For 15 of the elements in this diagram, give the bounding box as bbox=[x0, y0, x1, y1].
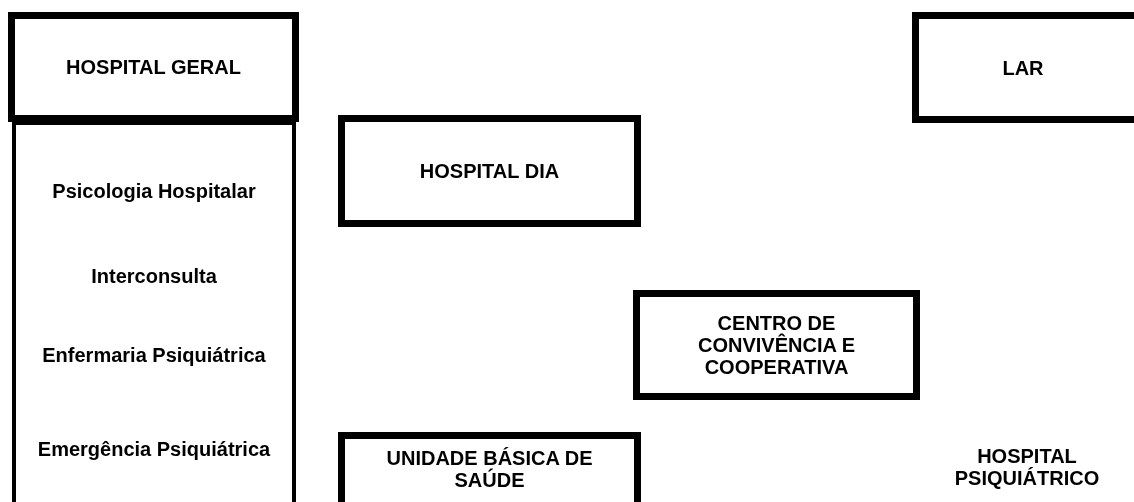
box-title: LAR bbox=[1002, 56, 1044, 79]
service-item: Psicologia Hospitalar bbox=[51, 180, 257, 202]
service-box bbox=[8, 12, 299, 122]
service-item: Emergência Psiquiátrica bbox=[36, 438, 272, 460]
box-title: UNIDADE BÁSICA DE SAÚDE bbox=[385, 447, 594, 491]
service-box bbox=[912, 12, 1134, 123]
box-title: HOSPITAL DIA bbox=[419, 160, 560, 182]
service-box bbox=[338, 115, 641, 227]
box-title: HOSPITAL GERAL bbox=[66, 56, 241, 78]
service-label: HOSPITAL PSIQUIÁTRICO bbox=[953, 445, 1101, 489]
service-list-panel bbox=[12, 121, 296, 502]
service-item: Interconsulta bbox=[90, 265, 218, 287]
box-title: CENTRO DE CONVIVÊNCIA E COOPERATIVA bbox=[696, 312, 857, 378]
service-item: Enfermaria Psiquiátrica bbox=[41, 344, 267, 366]
service-box bbox=[633, 290, 920, 400]
